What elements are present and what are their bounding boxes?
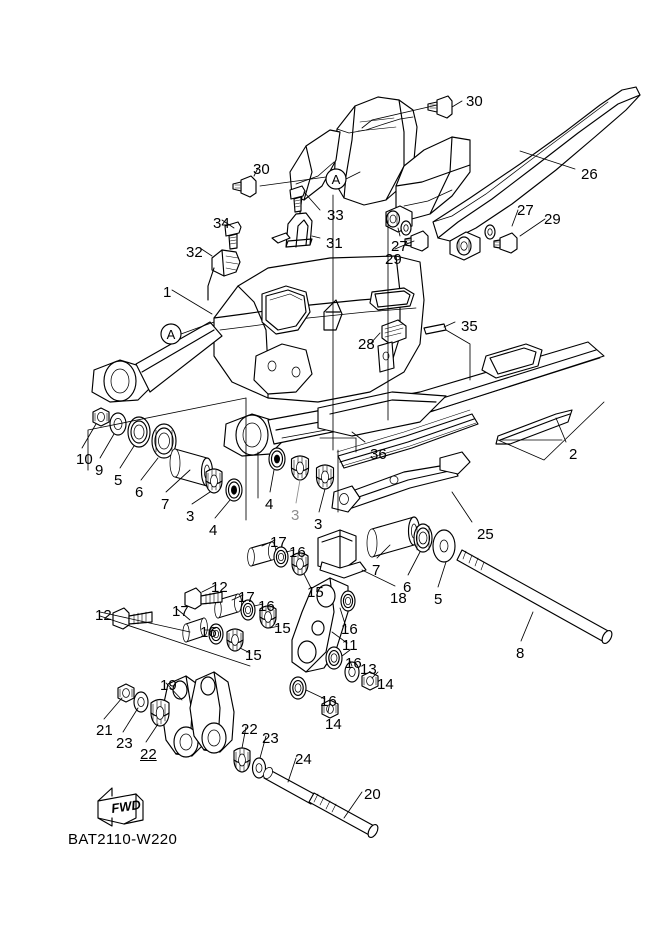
fastener-screw-33 — [289, 185, 306, 213]
callout-number: 1 — [163, 284, 172, 301]
callout-number: 28 — [358, 336, 375, 353]
leader-lines — [81, 100, 605, 819]
reference-marker-a-left: A — [160, 323, 182, 345]
callout-number: 17 — [238, 589, 255, 606]
callout-number: 8 — [516, 645, 525, 662]
callout-number: 23 — [262, 730, 279, 747]
callout-number: 4 — [209, 522, 218, 539]
fastener-bolt-34 — [224, 221, 242, 250]
callout-number: 16 — [289, 544, 306, 561]
callout-number: 7 — [161, 496, 170, 513]
pivot-hardware-right — [268, 447, 335, 490]
callout-number: 17 — [172, 603, 189, 620]
callout-number: 22 — [140, 746, 157, 763]
callout-number: 3 — [314, 516, 323, 533]
callout-number: 17 — [270, 534, 287, 551]
fastener-bolt-30-left — [232, 175, 257, 198]
callout-number: 11 — [342, 637, 358, 654]
callout-number: 27 — [391, 238, 408, 255]
callout-number: 33 — [327, 207, 344, 224]
callout-number: 31 — [326, 235, 343, 252]
callout-number: 16 — [200, 624, 217, 641]
connecting-rod-hardware-left — [117, 683, 170, 727]
callout-number: 29 — [544, 211, 561, 228]
fwd-arrow-icon: FWD — [97, 787, 144, 827]
callout-number: 27 — [517, 202, 534, 219]
callout-number: 16 — [320, 693, 337, 710]
reference-marker-a-top: A — [325, 168, 347, 190]
svg-text:FWD: FWD — [110, 797, 142, 816]
callout-number: 20 — [364, 786, 381, 803]
callout-number: 14 — [325, 716, 342, 733]
svg-text:A: A — [167, 327, 176, 342]
callout-number: 22 — [241, 721, 258, 738]
rear-arm-part — [91, 255, 605, 513]
callout-number: 29 — [385, 251, 402, 268]
callout-number: 23 — [116, 735, 133, 752]
pivot-shaft-assembly — [366, 516, 613, 644]
callout-number: 5 — [434, 591, 443, 608]
document-id: BAT2110-W220 — [68, 831, 178, 848]
callout-number: 12 — [211, 579, 228, 596]
callout-number: 16 — [345, 655, 362, 672]
callout-number: 6 — [403, 579, 412, 596]
fastener-cluster-right — [484, 224, 518, 254]
callout-number: 15 — [307, 584, 324, 601]
callout-number: 36 — [370, 446, 387, 463]
cable-guide-32 — [207, 249, 241, 301]
callout-number: 21 — [96, 722, 113, 739]
callout-number: 13 — [360, 661, 377, 678]
cable-clamp-part — [271, 195, 313, 248]
inner-fender-part — [289, 96, 471, 233]
callout-number: 19 — [160, 677, 177, 694]
callout-number: 10 — [76, 451, 93, 468]
chain-guard-part — [432, 86, 641, 261]
callout-number: 2 — [569, 446, 578, 463]
relay-arm-hardware — [182, 541, 379, 719]
callout-number: 16 — [258, 598, 275, 615]
link-guard-18 — [317, 529, 367, 579]
callout-number: 3 — [291, 507, 300, 524]
callout-number: 5 — [114, 472, 123, 489]
callout-number: 3 — [186, 508, 195, 525]
fastener-bolt-12-left — [112, 607, 153, 630]
callout-number: 30 — [466, 93, 483, 110]
callout-number: 26 — [581, 166, 598, 183]
pivot-hardware-left — [92, 407, 243, 502]
callout-number: 35 — [461, 318, 478, 335]
callout-number: 12 — [95, 607, 112, 624]
callout-number: 7 — [372, 562, 381, 579]
callout-number: 15 — [274, 620, 291, 637]
fastener-bolt-30-right — [427, 95, 453, 119]
callout-number: 32 — [186, 244, 203, 261]
callout-number: 15 — [245, 647, 262, 664]
callout-number: 18 — [390, 590, 407, 607]
connecting-rod-hardware-bottom — [233, 747, 379, 838]
svg-text:A: A — [332, 172, 341, 187]
callout-number: 16 — [341, 621, 358, 638]
callout-number: 14 — [377, 676, 394, 693]
callout-number: 4 — [265, 496, 274, 513]
callout-number: 30 — [253, 161, 270, 178]
callout-number: 6 — [135, 484, 144, 501]
callout-number: 9 — [95, 462, 104, 479]
callout-number: 25 — [477, 526, 494, 543]
callout-number: 34 — [213, 215, 230, 232]
callout-number: 24 — [295, 751, 312, 768]
fastener-bolt-12-right — [184, 587, 223, 610]
